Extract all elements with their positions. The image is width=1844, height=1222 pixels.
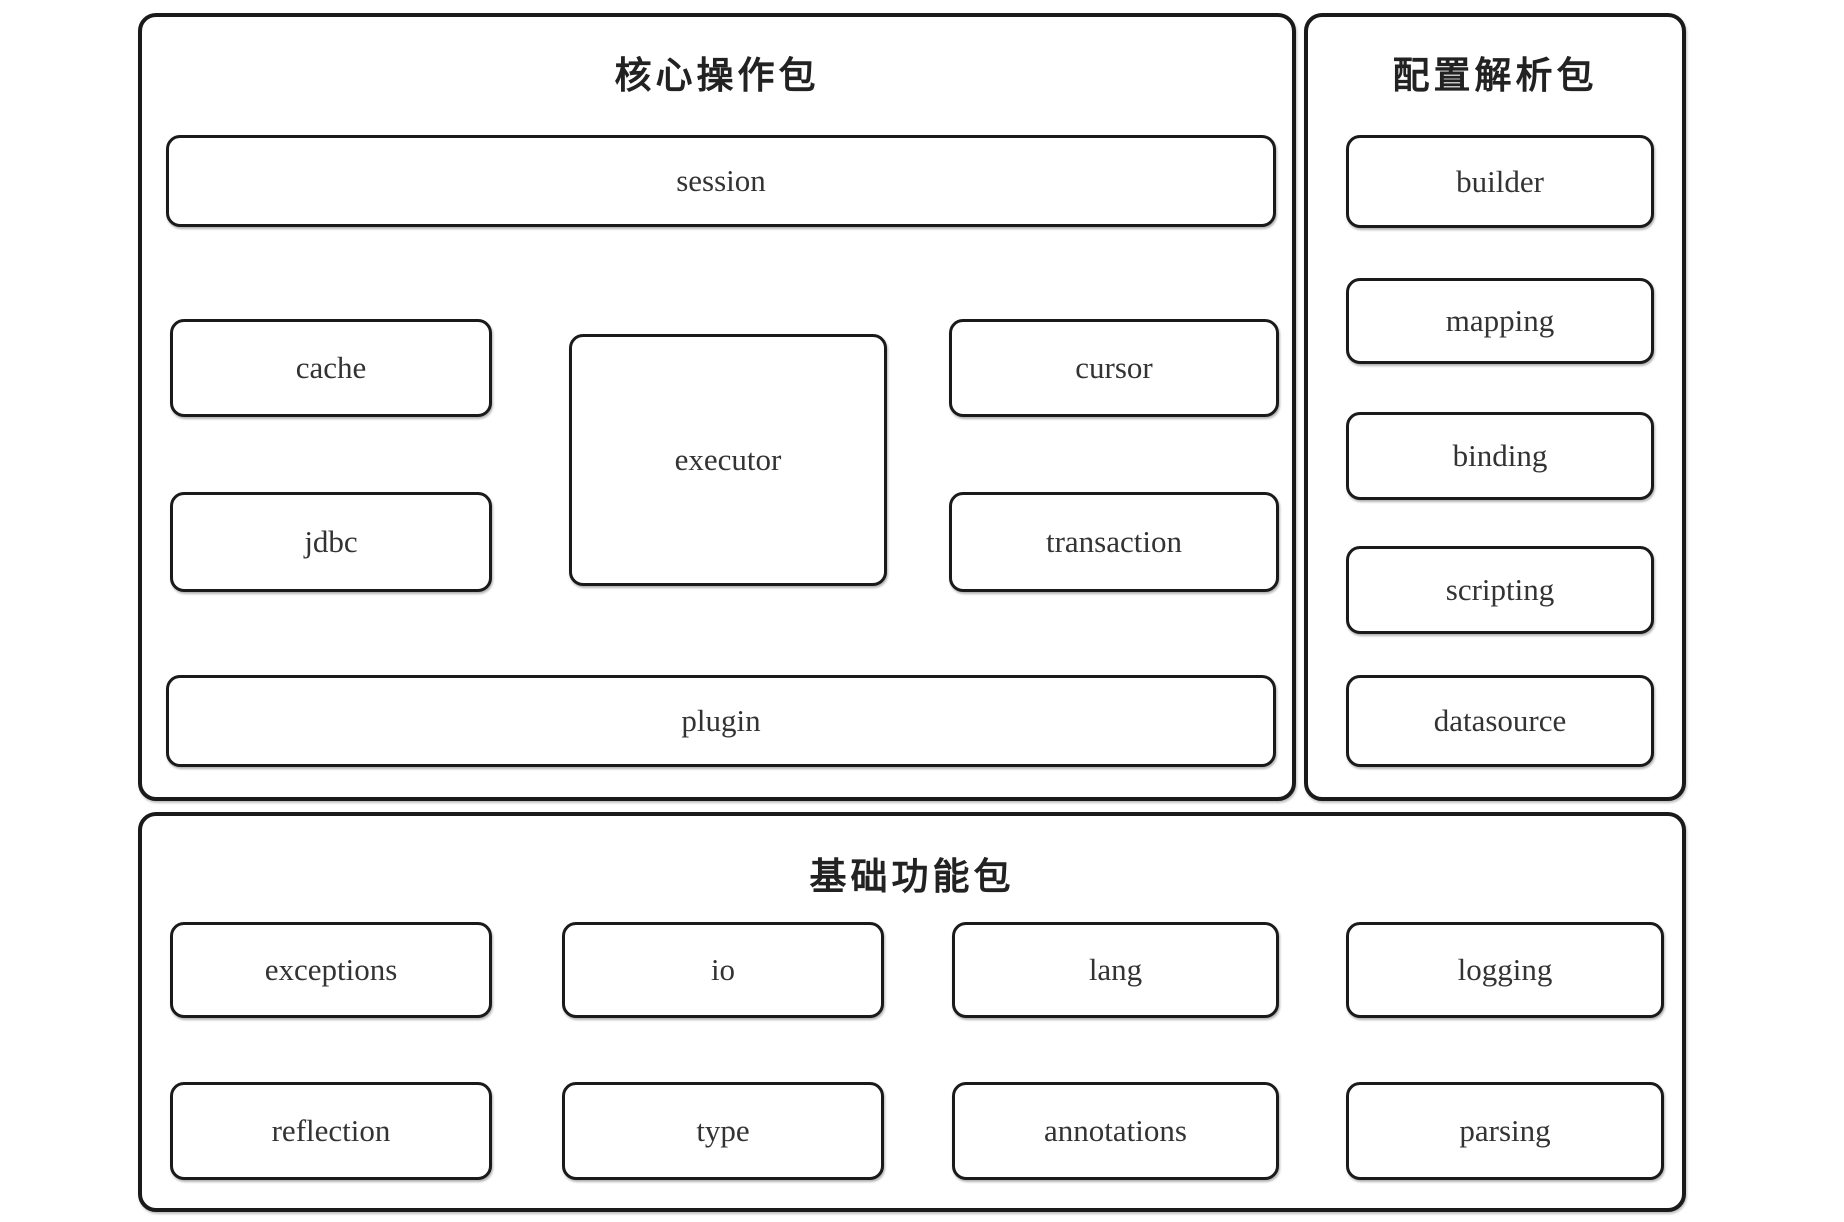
module-box-type: type: [562, 1082, 884, 1180]
module-box-mapping: mapping: [1346, 278, 1654, 364]
config-package-panel: 配置解析包 builder mapping binding scripting …: [1304, 13, 1686, 801]
module-box-jdbc: jdbc: [170, 492, 492, 592]
core-package-panel: 核心操作包 session cache executor cursor jdbc…: [138, 13, 1296, 801]
config-package-title: 配置解析包: [1392, 56, 1598, 97]
module-box-executor: executor: [569, 334, 887, 586]
base-package-panel: 基础功能包 exceptions io lang logging reflect…: [138, 812, 1686, 1212]
core-package-title: 核心操作包: [614, 56, 820, 97]
module-box-builder: builder: [1346, 135, 1654, 228]
module-box-exceptions: exceptions: [170, 922, 492, 1018]
module-box-lang: lang: [952, 922, 1279, 1018]
module-box-scripting: scripting: [1346, 546, 1654, 634]
module-box-transaction: transaction: [949, 492, 1279, 592]
module-box-datasource: datasource: [1346, 675, 1654, 767]
module-box-binding: binding: [1346, 412, 1654, 500]
module-box-session: session: [166, 135, 1276, 227]
base-package-title: 基础功能包: [809, 857, 1015, 898]
module-box-plugin: plugin: [166, 675, 1276, 767]
module-box-cache: cache: [170, 319, 492, 417]
module-box-reflection: reflection: [170, 1082, 492, 1180]
module-box-cursor: cursor: [949, 319, 1279, 417]
module-box-io: io: [562, 922, 884, 1018]
module-box-annotations: annotations: [952, 1082, 1279, 1180]
module-box-logging: logging: [1346, 922, 1664, 1018]
module-box-parsing: parsing: [1346, 1082, 1664, 1180]
